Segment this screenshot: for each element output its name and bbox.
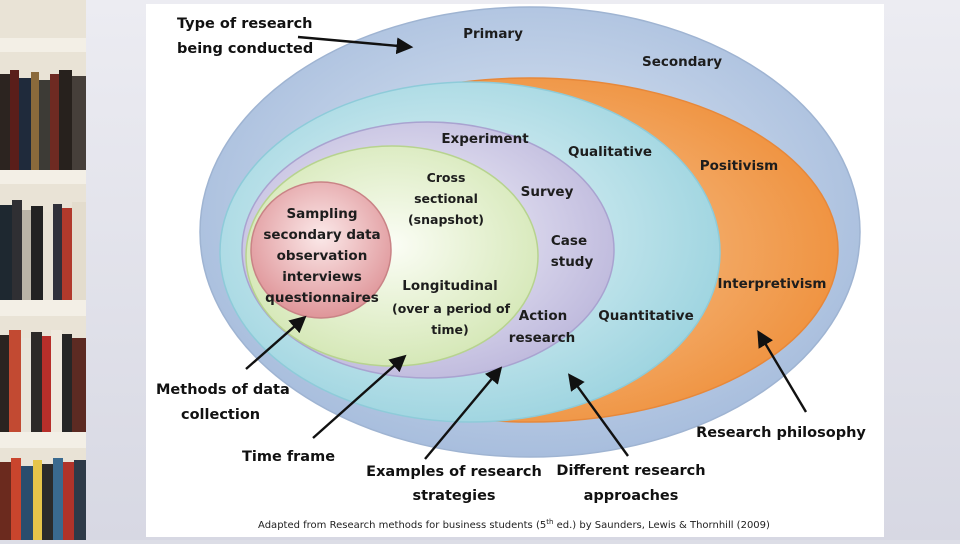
label-quantitative: Quantitative: [598, 308, 694, 324]
label-longitudinal-line3: time): [431, 322, 468, 337]
arrow-time-frame: [312, 354, 407, 439]
label-experiment: Experiment: [441, 131, 529, 147]
label-positivism: Positivism: [700, 158, 778, 174]
bookshelf-photo: [0, 0, 86, 540]
label-case-study-line2: study: [551, 254, 594, 270]
callout-approaches-line2: approaches: [584, 488, 679, 504]
arrow-type-of-research: [297, 35, 414, 55]
callout-methods-line2: collection: [181, 407, 260, 423]
label-primary: Primary: [463, 26, 523, 42]
callout-strategies-line2: strategies: [412, 488, 495, 504]
label-method-5: questionnaires: [265, 290, 379, 306]
label-method-2: secondary data: [263, 227, 380, 243]
caption-superscript: th: [546, 518, 553, 526]
label-method-3: observation: [277, 248, 368, 264]
callout-type-of-research-line1: Type of research: [177, 16, 313, 32]
caption-text-end: ed.) by Saunders, Lewis & Thornhill (200…: [553, 520, 770, 531]
label-secondary: Secondary: [642, 54, 722, 70]
label-longitudinal-line1: Longitudinal: [402, 278, 497, 294]
label-method-4: interviews: [282, 269, 362, 285]
callout-methods-line1: Methods of data: [156, 382, 290, 398]
label-cross-sectional-line2: sectional: [414, 191, 478, 206]
callout-approaches-line1: Different research: [556, 463, 705, 479]
label-action-research-line2: research: [509, 330, 575, 346]
arrow-strategies: [424, 366, 503, 460]
layer-data-collection: [250, 181, 392, 319]
label-longitudinal-line2: (over a period of: [392, 301, 511, 316]
callout-type-of-research-line2: being conducted: [177, 41, 313, 57]
label-cross-sectional-line3: (snapshot): [408, 212, 484, 227]
label-interpretivism: Interpretivism: [718, 276, 827, 292]
callout-research-philosophy: Research philosophy: [696, 425, 866, 441]
label-qualitative: Qualitative: [568, 144, 652, 160]
arrow-methods-of-data: [245, 315, 307, 370]
label-case-study-line1: Case: [551, 233, 587, 249]
label-method-1: Sampling: [286, 206, 357, 222]
callout-time-frame: Time frame: [242, 449, 335, 465]
label-cross-sectional-line1: Cross: [427, 170, 466, 185]
label-action-research-line1: Action: [519, 308, 567, 324]
caption-text-start: Adapted from Research methods for busine…: [258, 520, 546, 531]
callout-strategies-line1: Examples of research: [366, 464, 542, 480]
arrow-approaches: [568, 373, 629, 457]
arrow-research-philosophy: [757, 330, 808, 413]
source-caption: Adapted from Research methods for busine…: [258, 518, 770, 531]
label-survey: Survey: [521, 184, 574, 200]
